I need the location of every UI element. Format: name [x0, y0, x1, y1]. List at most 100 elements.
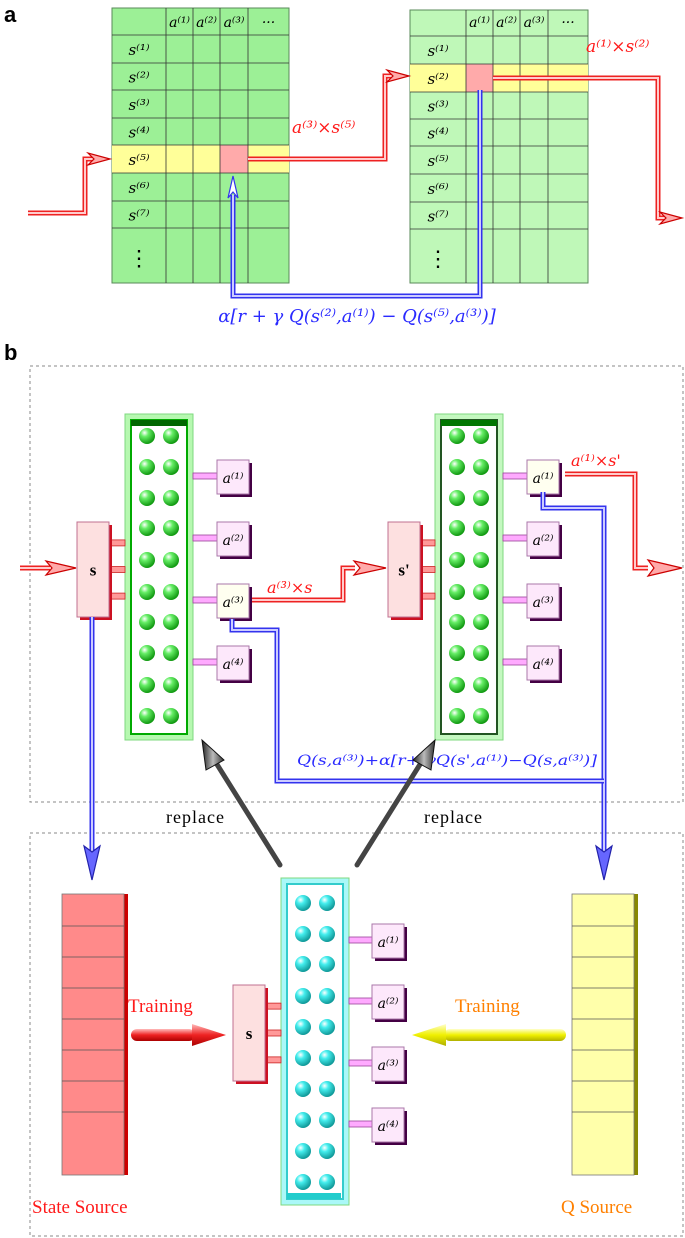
neuron	[449, 584, 465, 600]
neuron	[139, 584, 155, 600]
state-to-source-arrow-head	[83, 844, 101, 881]
replace-arrow-left-head	[201, 738, 225, 771]
transition-label-a2: a⁽¹⁾×s⁽²⁾	[586, 37, 649, 57]
action-label: a⁽³⁾	[533, 595, 554, 611]
output-arrow-a-head	[657, 210, 685, 226]
action-connector	[348, 1059, 373, 1067]
transition-arrow-a1-highlight	[248, 75, 398, 160]
replace-arrow-right	[354, 755, 427, 868]
neuron	[473, 584, 489, 600]
column-header: a⁽³⁾	[224, 15, 245, 31]
neuron	[295, 1174, 311, 1190]
neuron	[295, 1081, 311, 1097]
transition-arrow-a1-head	[384, 68, 412, 84]
column-header: ···	[262, 15, 275, 31]
transition-arrow-b1-head	[352, 560, 387, 576]
neuron	[163, 428, 179, 444]
action-connector	[192, 534, 218, 542]
neuron	[319, 1174, 335, 1190]
neuron	[295, 988, 311, 1004]
action-box	[216, 583, 250, 619]
state-source: State Source	[32, 893, 128, 1218]
replace-label-left: replace	[166, 807, 225, 827]
table-background	[409, 9, 589, 284]
neuron	[139, 677, 155, 693]
action-label: a⁽³⁾	[223, 595, 244, 611]
neuron	[139, 490, 155, 506]
state-label: s'	[398, 561, 409, 580]
action-connector	[192, 472, 218, 480]
row-header: s⁽¹⁾	[427, 42, 448, 60]
action-connector	[502, 596, 528, 604]
neuron	[319, 1112, 335, 1128]
neuron	[295, 956, 311, 972]
q-source: Q Source	[561, 893, 638, 1218]
neuron	[295, 926, 311, 942]
action-label: a⁽¹⁾	[223, 471, 244, 487]
panel-label-b: b	[4, 340, 17, 365]
row-header: s⁽⁶⁾	[427, 180, 448, 198]
panel-b: bsa⁽¹⁾a⁽²⁾a⁽³⁾a⁽⁴⁾s'a⁽¹⁾a⁽²⁾a⁽³⁾a⁽⁴⁾sa⁽¹…	[4, 340, 684, 1237]
neuron	[295, 1050, 311, 1066]
row-header: s⁽³⁾	[427, 98, 448, 116]
row-header: s⁽¹⁾	[128, 41, 149, 59]
highlighted-cell	[466, 64, 493, 92]
row-header: s⁽⁷⁾	[128, 207, 149, 225]
transition-label-b1: a⁽³⁾×s	[267, 578, 312, 597]
neuron	[139, 428, 155, 444]
neuron	[139, 552, 155, 568]
neuron	[163, 490, 179, 506]
neuron	[295, 895, 311, 911]
row-header: s⁽⁵⁾	[128, 151, 149, 169]
neuron	[163, 645, 179, 661]
neuron	[139, 645, 155, 661]
training-arrow-right-head	[412, 1024, 446, 1046]
input-arrow-b-head	[44, 559, 77, 577]
state-label: s	[90, 561, 97, 580]
row-header: s⁽²⁾	[427, 70, 448, 88]
network-bar	[131, 420, 187, 426]
row-header: s⁽⁷⁾	[427, 208, 448, 226]
neuron	[449, 459, 465, 475]
column-header: ···	[561, 15, 574, 31]
action-connector	[192, 658, 218, 666]
neuron	[163, 614, 179, 630]
neuron	[163, 708, 179, 724]
neuron	[449, 552, 465, 568]
neuron	[473, 677, 489, 693]
q-table-right: a⁽¹⁾a⁽²⁾a⁽³⁾···s⁽¹⁾s⁽²⁾s⁽³⁾s⁽⁴⁾s⁽⁵⁾s⁽⁶⁾s…	[409, 9, 589, 284]
dashed-box-online	[29, 365, 684, 803]
row-header-ellipsis: ⋮	[427, 246, 449, 271]
training-label-left: Training	[128, 996, 193, 1017]
neuron	[473, 520, 489, 536]
neuron	[449, 677, 465, 693]
neuron	[473, 459, 489, 475]
replace-label-right: replace	[424, 807, 483, 827]
network-train: sa⁽¹⁾a⁽²⁾a⁽³⁾a⁽⁴⁾	[232, 877, 407, 1206]
source-label: State Source	[32, 1197, 128, 1218]
replace-arrow-right-head	[412, 738, 436, 771]
column-header: a⁽¹⁾	[469, 15, 490, 31]
action-box	[526, 583, 560, 619]
column-header: a⁽²⁾	[196, 15, 217, 31]
neuron	[473, 708, 489, 724]
neuron	[295, 1019, 311, 1035]
column-header: a⁽²⁾	[496, 15, 517, 31]
neuron	[163, 520, 179, 536]
action-label: a⁽²⁾	[223, 533, 244, 549]
input-arrow-a	[28, 156, 100, 216]
action-label: a⁽⁴⁾	[378, 1119, 399, 1135]
output-arrow-b-head	[646, 559, 683, 577]
training-arrow-right	[444, 1029, 566, 1041]
neuron	[473, 614, 489, 630]
neuron	[139, 520, 155, 536]
training-label-right: Training	[455, 996, 520, 1017]
action-box	[371, 1046, 405, 1082]
update-formula-a: α[r + γ Q(s⁽²⁾,a⁽¹⁾) − Q(s⁽⁵⁾,a⁽³⁾)]	[218, 306, 497, 327]
network-bar	[287, 1193, 341, 1199]
neuron	[295, 1143, 311, 1159]
row-header: s⁽⁴⁾	[427, 125, 448, 143]
